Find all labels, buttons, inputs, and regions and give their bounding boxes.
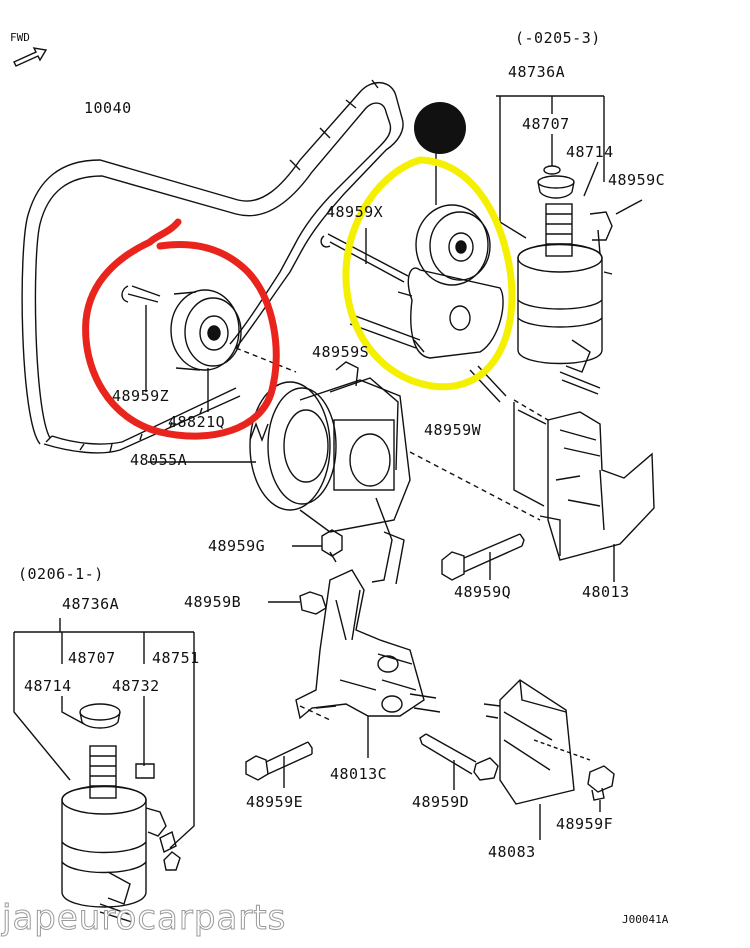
part-48736a-top: 48736A <box>508 63 566 81</box>
plate-48083 <box>499 679 591 840</box>
part-48959e: 48959E <box>246 793 304 811</box>
part-48959b: 48959B <box>184 593 242 611</box>
watermark: japeurocarparts <box>1 898 287 939</box>
part-48959q: 48959Q <box>454 583 512 601</box>
part-48959c: 48959C <box>608 171 666 189</box>
red-highlight-circle <box>82 218 280 440</box>
diagram-code: J00041A <box>622 913 669 926</box>
part-10040: 10040 <box>84 99 132 117</box>
bolt-48959f <box>587 765 615 812</box>
tensioner-pulley <box>320 140 507 403</box>
part-48013c: 48013C <box>330 765 388 783</box>
reservoir-top <box>496 95 643 395</box>
part-48959x: 48959X <box>326 203 384 221</box>
part-48013: 48013 <box>582 583 630 601</box>
yellow-highlight-circle <box>342 156 516 391</box>
bolt-48959d <box>419 733 499 790</box>
bolt-48959g <box>292 529 343 563</box>
bolt-48959q <box>441 533 525 581</box>
part-48959w: 48959W <box>424 421 482 439</box>
part-48083: 48083 <box>488 843 536 861</box>
part-48959z: 48959Z <box>112 387 170 405</box>
fwd-arrow-icon <box>13 47 48 67</box>
part-48714-bottom: 48714 <box>24 677 72 695</box>
black-dot-marker <box>414 102 466 154</box>
part-48707-bottom: 48707 <box>68 649 116 667</box>
top-range-label: (-0205-3) <box>515 29 601 47</box>
bottom-range-label: (0206-1-) <box>18 565 104 583</box>
part-48732: 48732 <box>112 677 160 695</box>
idler-pulley-48821q <box>121 285 242 412</box>
part-48751: 48751 <box>152 649 200 667</box>
part-48821q: 48821Q <box>168 413 226 431</box>
part-48707-top: 48707 <box>522 115 570 133</box>
reservoir-bottom <box>13 618 195 923</box>
leader-lines-dashed <box>235 347 549 721</box>
bolt-48959e <box>245 741 313 788</box>
part-48959g: 48959G <box>208 537 266 555</box>
part-48736a-bottom: 48736A <box>62 595 120 613</box>
bracket-48013c <box>295 569 501 758</box>
part-48055a: 48055A <box>130 451 188 469</box>
part-48714-top: 48714 <box>566 143 614 161</box>
power-steering-pump <box>148 361 411 585</box>
part-48959s: 48959S <box>312 343 370 361</box>
bolt-48959b <box>268 591 327 615</box>
fwd-label: FWD <box>10 31 30 44</box>
drive-belt <box>21 79 404 454</box>
part-48959d: 48959D <box>412 793 470 811</box>
bracket-48013 <box>513 402 655 582</box>
part-48959f: 48959F <box>556 815 614 833</box>
